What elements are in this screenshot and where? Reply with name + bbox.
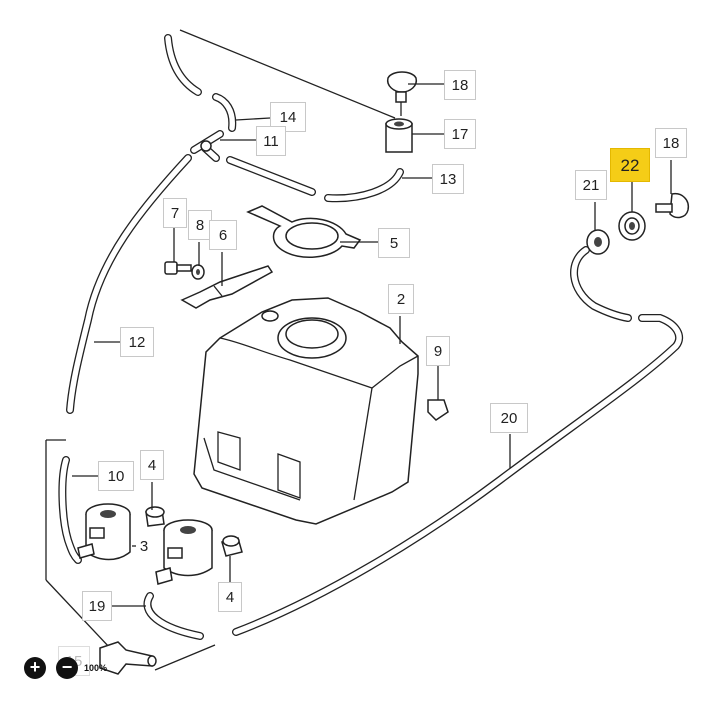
bracket-5 xyxy=(246,205,362,258)
zoom-level-label[interactable]: 100% xyxy=(84,663,108,673)
zoom-out-button[interactable]: − xyxy=(56,657,78,679)
hose-12 xyxy=(66,154,192,414)
part-label-4-top[interactable]: 4 xyxy=(140,450,164,480)
tank-2 xyxy=(193,297,419,525)
part-label-20[interactable]: 20 xyxy=(490,403,528,433)
grommet-21 xyxy=(586,229,610,255)
grommet-4b xyxy=(221,535,243,557)
part-label-7[interactable]: 7 xyxy=(163,198,187,228)
nozzle-18-right xyxy=(655,192,690,219)
hose-straight xyxy=(226,156,404,203)
part-label-17[interactable]: 17 xyxy=(444,119,476,149)
t-connector-11 xyxy=(190,130,224,162)
hose-10 xyxy=(58,456,82,564)
leader-line xyxy=(45,579,111,649)
pump-left xyxy=(77,503,131,561)
zoom-in-button[interactable]: + xyxy=(24,657,46,679)
part-label-18[interactable]: 18 xyxy=(444,70,476,100)
nozzle-18 xyxy=(386,71,418,116)
pump-3 xyxy=(155,519,213,585)
part-label-22[interactable]: 22 xyxy=(610,148,650,182)
part-label-13[interactable]: 13 xyxy=(432,164,464,194)
part-label-18-right[interactable]: 18 xyxy=(655,128,687,158)
part-label-5[interactable]: 5 xyxy=(378,228,410,258)
valve-17 xyxy=(385,118,413,153)
part-label-9[interactable]: 9 xyxy=(426,336,450,366)
part-label-12[interactable]: 12 xyxy=(120,327,154,357)
part-label-19[interactable]: 19 xyxy=(82,591,112,621)
part-label-10[interactable]: 10 xyxy=(98,461,134,491)
grommet-4a xyxy=(145,506,165,527)
part-label-2[interactable]: 2 xyxy=(388,284,414,314)
part-label-8[interactable]: 8 xyxy=(188,210,212,240)
clip-9 xyxy=(427,399,449,421)
hose-19 xyxy=(143,592,204,640)
plate-6 xyxy=(180,265,274,309)
hose-20 xyxy=(232,314,684,636)
part-label-6[interactable]: 6 xyxy=(209,220,237,250)
leader-line xyxy=(235,117,271,121)
leader-line xyxy=(154,644,216,671)
part-label-3[interactable]: 3 xyxy=(139,538,149,555)
hose-right xyxy=(570,246,632,322)
part-label-4-bottom[interactable]: 4 xyxy=(218,582,242,612)
valve-22 xyxy=(618,211,646,241)
screw-7 xyxy=(164,261,192,275)
washer-8 xyxy=(191,264,205,280)
part-label-21[interactable]: 21 xyxy=(575,170,607,200)
leader-line xyxy=(179,29,396,119)
hose-14 xyxy=(164,34,237,132)
connector-15 xyxy=(99,641,157,675)
part-label-11[interactable]: 11 xyxy=(256,126,286,156)
